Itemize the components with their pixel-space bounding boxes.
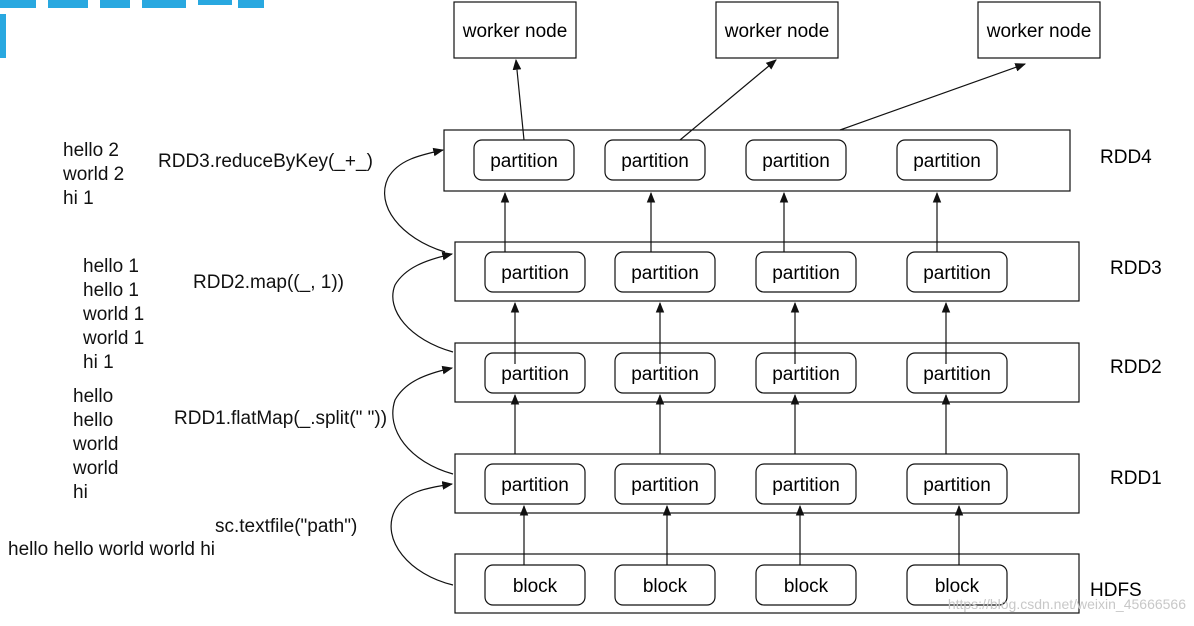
mapped-line: hi 1 (83, 352, 114, 373)
worker-node-3: worker node (977, 1, 1101, 59)
rdd4-partition-4-label: partition (913, 151, 981, 172)
split-words-data: hello hello world world hi (73, 385, 118, 505)
rdd2-partition-3-label: partition (772, 364, 840, 385)
rdd2-partition-1-label: partition (501, 364, 569, 385)
worker-node-2: worker node (715, 1, 839, 59)
rdd3-partition-3-label: partition (772, 263, 840, 284)
curve-flatmap-arrow (392, 365, 454, 475)
mapped-line: world 1 (83, 304, 145, 325)
rdd4-partition-2 (604, 139, 706, 181)
watermark: https://blog.csdn.net/weixin_45666566 (947, 596, 1186, 612)
rdd1-partition-3 (755, 463, 857, 505)
reduced-line: hello 2 (63, 140, 119, 161)
site-logo (0, 0, 270, 60)
rdd3-partition-4-label: partition (923, 263, 991, 284)
rdd3-partition-4 (906, 251, 1008, 293)
reduced-data: hello 2 world 2 hi 1 (63, 139, 124, 211)
rdd1-partition-2-label: partition (631, 475, 699, 496)
reduced-line: world 2 (63, 164, 125, 185)
rdd4-label: RDD4 (1100, 147, 1152, 168)
hdfs-row: block block block block HDFS (454, 553, 1142, 614)
hdfs-block-1 (484, 564, 586, 606)
arrow-rdd4-worker-1 (512, 58, 525, 141)
flatmap-label: RDD1.flatMap(_.split(" ")) (174, 408, 388, 429)
logo-graphic (0, 0, 264, 58)
arrow-rdd4-worker-3 (839, 63, 1027, 131)
word-line: world (73, 458, 119, 479)
mapped-line: hello 1 (83, 256, 139, 277)
hdfs-block-1-label: block (513, 576, 558, 597)
rdd3-partition-1-label: partition (501, 263, 569, 284)
rdd1-label: RDD1 (1110, 468, 1162, 489)
mapped-line: hello 1 (83, 280, 139, 301)
rdd2-partition-3 (755, 352, 857, 394)
rdd4-partition-3-label: partition (762, 151, 830, 172)
hdfs-block-4-label: block (935, 576, 980, 597)
rdd1-partition-3-label: partition (772, 475, 840, 496)
reduced-line: hi 1 (63, 188, 94, 209)
rdd4-partition-2-label: partition (621, 151, 689, 172)
curve-reduce-arrow (383, 147, 446, 253)
rdd4-partition-1-label: partition (490, 151, 558, 172)
rdd1-row: partition partition partition partition … (454, 453, 1162, 514)
word-line: hello (73, 386, 114, 407)
reduce-by-key-label: RDD3.reduceByKey(_+_) (158, 151, 373, 172)
rdd2-partition-4-label: partition (923, 364, 991, 385)
map-label: RDD2.map((_, 1)) (193, 272, 344, 293)
hdfs-block-4 (906, 564, 1008, 606)
rdd4-partition-3 (745, 139, 847, 181)
mapped-line: world 1 (83, 328, 145, 349)
rdd4-partition-4 (896, 139, 998, 181)
rdd4-row: partition partition partition partition … (443, 129, 1152, 192)
worker-node-label: worker node (986, 21, 1092, 42)
rdd2-label: RDD2 (1110, 357, 1162, 378)
rdd3-label: RDD3 (1110, 258, 1162, 279)
rdd3-row: partition partition partition partition … (454, 241, 1162, 302)
hdfs-block-2 (614, 564, 716, 606)
hdfs-block-3-label: block (784, 576, 829, 597)
rdd1-partition-4-label: partition (923, 475, 991, 496)
rdd2-partition-1 (484, 352, 586, 394)
rdd1-partition-4 (906, 463, 1008, 505)
word-line: world (73, 434, 119, 455)
rdd2-partition-2 (614, 352, 716, 394)
rdd3-partition-3 (755, 251, 857, 293)
word-line: hi (73, 482, 88, 503)
rdd2-partition-4 (906, 352, 1008, 394)
textfile-label: sc.textfile("path") (215, 516, 358, 537)
rdd2-row: partition partition partition partition … (454, 342, 1162, 403)
worker-node-1: worker node (453, 1, 577, 59)
rdd1-partition-2 (614, 463, 716, 505)
hdfs-label: HDFS (1090, 580, 1142, 601)
dependency-arrows (383, 58, 1027, 586)
rdd3-partition-2-label: partition (631, 263, 699, 284)
rdd1-partition-1-label: partition (501, 475, 569, 496)
worker-node-label: worker node (724, 21, 830, 42)
input-line-data: hello hello world world hi (8, 539, 215, 560)
rdd3-partition-1 (484, 251, 586, 293)
curve-map-arrow (392, 251, 454, 353)
rdd2-partition-2-label: partition (631, 364, 699, 385)
hdfs-block-2-label: block (643, 576, 688, 597)
mapped-data: hello 1 hello 1 world 1 world 1 hi 1 (83, 255, 144, 375)
rdd1-partition-1 (484, 463, 586, 505)
word-line: hello (73, 410, 114, 431)
curve-textfile-arrow (390, 481, 454, 586)
rdd3-partition-2 (614, 251, 716, 293)
worker-node-label: worker node (462, 21, 568, 42)
hdfs-block-3 (755, 564, 857, 606)
arrow-rdd4-worker-2 (679, 59, 777, 141)
